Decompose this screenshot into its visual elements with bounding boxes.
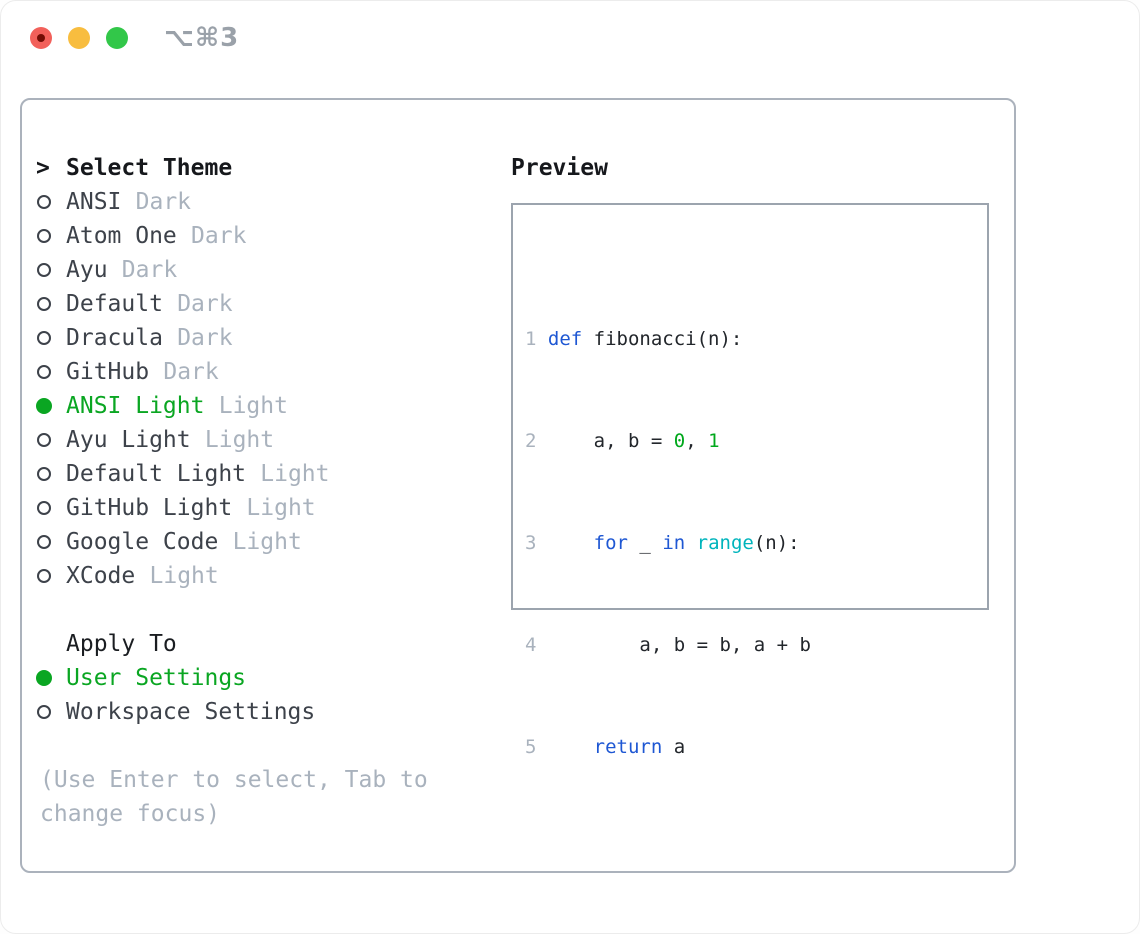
chevron-icon: > bbox=[36, 155, 50, 181]
blank-line bbox=[525, 832, 880, 866]
window-shortcut-label: ⌥⌘3 bbox=[164, 23, 240, 53]
radio-icon bbox=[36, 525, 66, 559]
code-preview: 1 def fibonacci(n): 2 a, b = 0, 1 3 for … bbox=[525, 254, 880, 933]
hint-line: change focus) bbox=[40, 801, 221, 827]
variant-tag: Dark bbox=[121, 257, 178, 283]
radio-icon bbox=[36, 491, 66, 525]
variant-tag: Dark bbox=[191, 223, 247, 249]
radio-selected-icon bbox=[36, 389, 66, 423]
radio-icon bbox=[36, 219, 66, 253]
radio-icon bbox=[36, 423, 66, 457]
preview-header: Preview bbox=[511, 151, 608, 185]
zoom-button[interactable] bbox=[106, 27, 128, 49]
keyboard-hint: (Use Enter to select, Tab to change focu… bbox=[40, 763, 428, 831]
code-line: 1 def fibonacci(n): bbox=[525, 328, 743, 350]
radio-icon bbox=[36, 185, 66, 219]
radio-icon bbox=[36, 287, 66, 321]
select-theme-title: Select Theme bbox=[66, 155, 233, 181]
variant-tag: Dark bbox=[177, 291, 233, 317]
radio-icon bbox=[36, 695, 66, 729]
radio-icon bbox=[36, 457, 66, 491]
variant-tag: Light bbox=[149, 563, 219, 589]
theme-preview-pane: 1 def fibonacci(n): 2 a, b = 0, 1 3 for … bbox=[511, 203, 989, 758]
variant-tag: Light bbox=[218, 393, 288, 419]
variant-tag: Dark bbox=[163, 359, 219, 385]
variant-tag: Light bbox=[232, 529, 302, 555]
titlebar: ⌥⌘3 bbox=[1, 1, 1139, 76]
preview-title: Preview bbox=[511, 155, 608, 181]
code-line: 2 a, b = 0, 1 bbox=[525, 430, 720, 452]
variant-tag: Light bbox=[246, 495, 316, 521]
close-button[interactable] bbox=[30, 27, 52, 49]
variant-tag: Light bbox=[260, 461, 330, 487]
hint-line: (Use Enter to select, Tab to bbox=[40, 767, 428, 793]
variant-tag: Dark bbox=[177, 325, 233, 351]
radio-icon bbox=[36, 559, 66, 593]
radio-icon bbox=[36, 355, 66, 389]
variant-tag: Dark bbox=[135, 189, 192, 215]
code-line: 3 for _ in range(n): bbox=[525, 532, 800, 554]
radio-icon bbox=[36, 253, 66, 287]
radio-icon bbox=[36, 321, 66, 355]
minimize-button[interactable] bbox=[68, 27, 90, 49]
code-line: 5 return a bbox=[525, 736, 686, 758]
radio-selected-icon bbox=[36, 661, 66, 695]
code-line: 4 a, b = b, a + b bbox=[525, 634, 811, 656]
variant-tag: Light bbox=[204, 427, 275, 453]
